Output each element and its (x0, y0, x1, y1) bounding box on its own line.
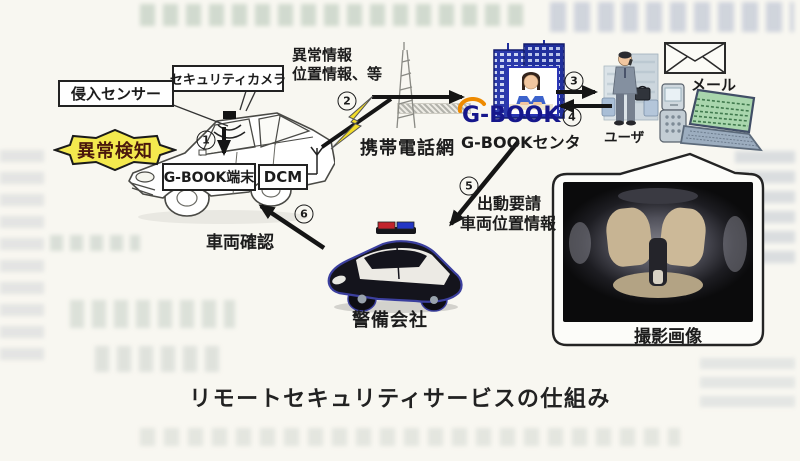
gbook-logo-arc (458, 97, 486, 113)
camera-image-label: 撮影画像 (634, 327, 702, 347)
gbook-center-label: G-BOOKセンタ (461, 133, 581, 152)
step5-line1: 出動要請 (477, 194, 542, 213)
bleed-through-top (140, 4, 530, 26)
car-mirror (198, 149, 207, 156)
bleed-through-bottom-left-3 (95, 346, 225, 372)
bleed-through-left (0, 150, 44, 360)
intrusion-sensor-label: 侵入センサー (58, 80, 174, 107)
user-torso (612, 66, 638, 95)
car-grille (130, 182, 156, 196)
anomaly-detected-badge: 異常検知 (77, 141, 153, 162)
step-circle-3: 3 (564, 71, 584, 91)
security-camera-icon (223, 111, 236, 119)
step-circle-1: 1 (196, 130, 216, 150)
security-company-label: 警備会社 (352, 310, 428, 331)
anomaly-starburst (53, 128, 177, 172)
security-camera-label: セキュリティカメラ (170, 65, 286, 92)
security-patrol-car (327, 221, 463, 313)
mail-icon (664, 42, 726, 74)
step-circle-6: 6 (294, 204, 314, 224)
step5-annotation: 出動要請 車両位置情報 (460, 194, 556, 234)
step5-line2: 車両位置情報 (460, 214, 557, 233)
step-circle-4: 4 (562, 107, 582, 127)
mobile-network-label: 携帯電話網 (360, 138, 455, 159)
light-bar-blue (396, 221, 415, 230)
step-circle-5: 5 (459, 176, 479, 196)
car-headlight (135, 171, 155, 183)
police-windows (364, 249, 427, 269)
bleed-through-bottom-left-1 (50, 235, 140, 251)
figure-caption: リモートセキュリティサービスの仕組み (189, 387, 611, 412)
step2-annotation: 異常情報 位置情報、等 (292, 46, 382, 84)
light-bar-red (377, 221, 396, 230)
gbook-terminal-box: G-BOOK端末 (162, 163, 256, 191)
bleed-through-top-right (550, 2, 794, 32)
bleed-through-bottom (140, 428, 680, 446)
step2-line2: 位置情報、等 (292, 64, 383, 83)
user-figure (601, 51, 659, 126)
cell-tower-icon (396, 42, 416, 129)
step-circle-2: 2 (337, 91, 357, 111)
step2-line1: 異常情報 (292, 46, 353, 64)
operator-image (507, 66, 559, 116)
laptop-icon (679, 88, 763, 152)
gbook-logo: G-BOOK (462, 103, 561, 128)
step6-annotation: 車両確認 (206, 233, 274, 253)
mail-label: メール (691, 76, 737, 94)
luggage-left (601, 97, 616, 117)
bleed-through-bottom-left-2 (70, 300, 235, 328)
dcm-box: DCM (258, 164, 308, 190)
camera-photo (563, 182, 753, 322)
car-side-window (258, 114, 311, 148)
user-label: ユーザ (604, 130, 645, 146)
car-shadow (138, 210, 308, 224)
mobile-phone-icon (659, 83, 687, 143)
luggage-right (643, 99, 659, 117)
